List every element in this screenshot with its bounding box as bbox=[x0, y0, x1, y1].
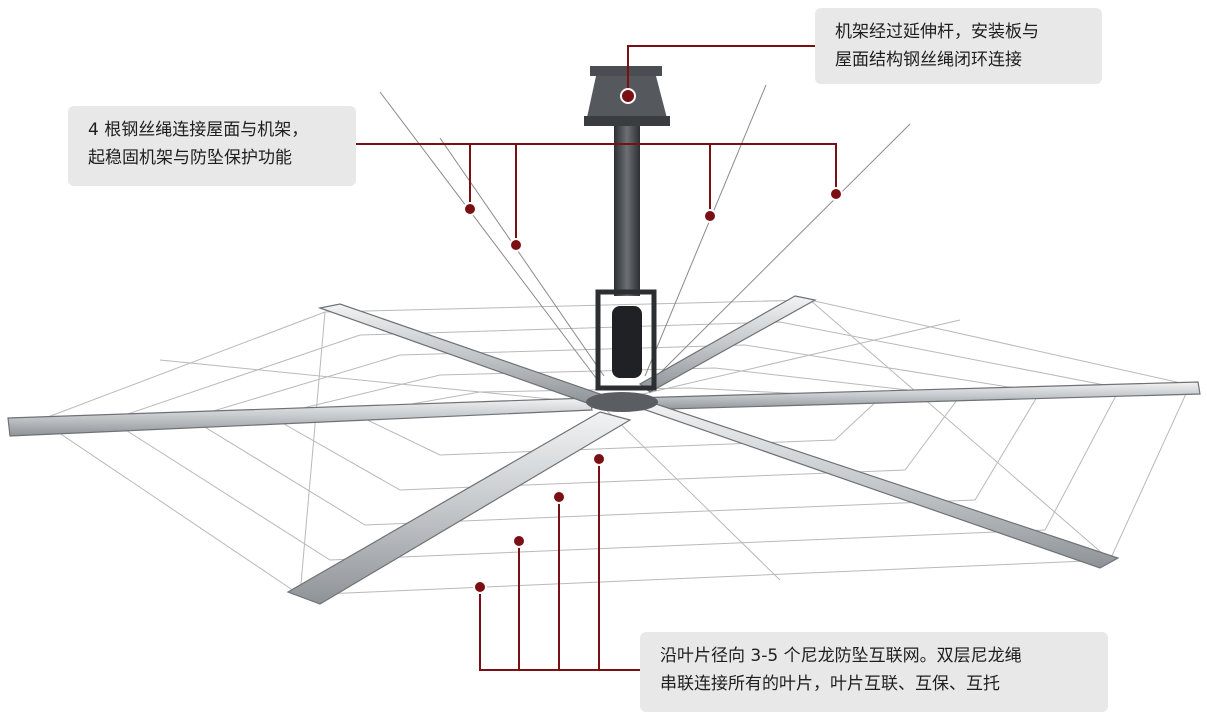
marker-net-2 bbox=[512, 534, 526, 548]
mounting-plate bbox=[590, 66, 662, 76]
motor bbox=[612, 306, 642, 378]
callout-markers bbox=[463, 88, 843, 594]
leader-left bbox=[356, 143, 837, 194]
blade-left bbox=[7, 397, 593, 437]
marker-wire-1 bbox=[463, 202, 477, 216]
blade-upper-left bbox=[317, 303, 602, 405]
callout-nylon-net-line1: 沿叶片径向 3-5 个尼龙防坠互联网。双层尼龙绳 bbox=[660, 646, 1022, 666]
steel-wires bbox=[379, 84, 911, 379]
marker-net-3 bbox=[552, 490, 566, 504]
callout-steel-wires-line1: 4 根钢丝绳连接屋面与机架， bbox=[88, 120, 309, 140]
marker-wire-3 bbox=[703, 209, 717, 223]
callout-nylon-net-line2: 串联连接所有的叶片，叶片互联、互保、互托 bbox=[660, 674, 1000, 694]
marker-mounting-plate bbox=[620, 88, 636, 104]
callout-nylon-net: 沿叶片径向 3-5 个尼龙防坠互联网。双层尼龙绳 串联连接所有的叶片，叶片互联、… bbox=[640, 632, 1108, 712]
marker-wire-2 bbox=[509, 238, 523, 252]
callout-frame-mounting-line2: 屋面结构钢丝绳闭环连接 bbox=[835, 50, 1022, 70]
callout-frame-mounting-line1: 机架经过延伸杆，安装板与 bbox=[835, 22, 1039, 42]
blade-lower-left bbox=[286, 411, 632, 605]
leader-bottom bbox=[479, 586, 640, 671]
callout-frame-mounting: 机架经过延伸杆，安装板与 屋面结构钢丝绳闭环连接 bbox=[815, 8, 1102, 84]
blade-upper-right bbox=[638, 295, 817, 393]
extension-pole bbox=[614, 126, 640, 296]
callout-steel-wires-line2: 起稳固机架与防坠保护功能 bbox=[88, 148, 292, 168]
blade-right bbox=[629, 381, 1201, 411]
fan-frame bbox=[584, 66, 670, 412]
leader-lines bbox=[356, 45, 837, 671]
blade-lower-right bbox=[638, 401, 1120, 569]
leader-top-right bbox=[627, 45, 816, 96]
callout-steel-wires: 4 根钢丝绳连接屋面与机架， 起稳固机架与防坠保护功能 bbox=[68, 106, 356, 186]
fan-blades bbox=[7, 295, 1201, 605]
marker-wire-4 bbox=[829, 187, 843, 201]
marker-net-1 bbox=[473, 580, 487, 594]
marker-net-4 bbox=[592, 452, 606, 466]
motor-frame bbox=[595, 289, 657, 391]
hub bbox=[586, 392, 658, 412]
